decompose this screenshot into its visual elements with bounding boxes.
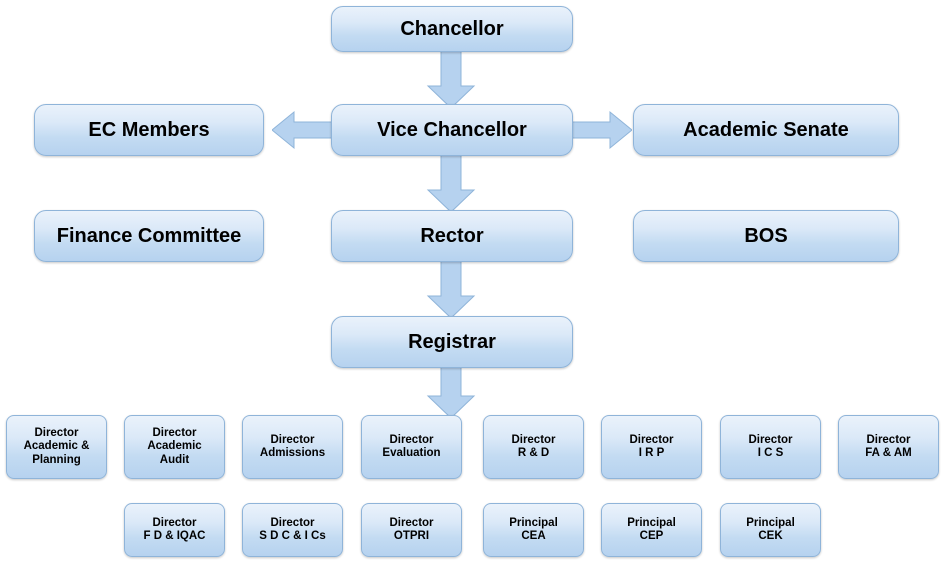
node-line-2: FA & AM [865,447,912,459]
arrow-vice-chancellor-to-academic-senate [566,108,632,152]
node-line-2: I R P [638,447,665,459]
node-line-2: CEP [639,530,664,542]
arrow-vice-chancellor-to-rector [424,152,478,214]
node-bos-label: BOS [744,224,788,247]
node-director-irp[interactable]: Director I R P [601,415,702,479]
node-bos[interactable]: BOS [633,210,899,262]
node-line-2: CEA [521,530,546,542]
node-line-1: Principal [509,516,558,529]
node-registrar-label: Registrar [408,330,496,353]
node-line-1: Director [152,516,197,529]
node-line-1: Principal [627,516,676,529]
node-line-1: Director [270,433,315,446]
node-chancellor-label: Chancellor [400,17,504,40]
node-line-1: Director [152,427,197,440]
node-line-2: CEK [758,530,783,542]
node-director-r-and-d[interactable]: Director R & D [483,415,584,479]
node-line-2: Admissions [259,447,326,459]
node-vice-chancellor[interactable]: Vice Chancellor [331,104,573,156]
node-registrar[interactable]: Registrar [331,316,573,368]
node-line-1: Director [389,433,434,446]
node-line-2: OTPRI [393,530,430,542]
node-director-fd-iqac[interactable]: Director F D & IQAC [124,503,225,557]
node-principal-cek[interactable]: Principal CEK [720,503,821,557]
node-director-evaluation[interactable]: Director Evaluation [361,415,462,479]
node-line-2: Academic [147,440,202,453]
arrow-chancellor-to-vice-chancellor [424,46,478,110]
node-line-1: Director [389,516,434,529]
node-line-1: Director [34,427,79,440]
node-rector-label: Rector [420,224,484,247]
node-chancellor[interactable]: Chancellor [331,6,573,52]
node-line-3: Audit [159,453,190,466]
node-director-sdc-ics[interactable]: Director S D C & I Cs [242,503,343,557]
node-line-1: Director [629,433,674,446]
node-rector[interactable]: Rector [331,210,573,262]
node-ec-members[interactable]: EC Members [34,104,264,156]
node-director-academic-planning[interactable]: Director Academic & Planning [6,415,107,479]
node-finance-committee[interactable]: Finance Committee [34,210,264,262]
node-line-2: Evaluation [382,447,441,459]
node-principal-cep[interactable]: Principal CEP [601,503,702,557]
node-academic-senate[interactable]: Academic Senate [633,104,899,156]
node-line-2: S D C & I Cs [259,530,326,542]
node-vice-chancellor-label: Vice Chancellor [377,118,527,141]
node-director-fa-am[interactable]: Director FA & AM [838,415,939,479]
node-line-2: F D & IQAC [143,530,206,542]
node-director-otpri[interactable]: Director OTPRI [361,503,462,557]
node-director-ics[interactable]: Director I C S [720,415,821,479]
node-line-1: Principal [746,516,795,529]
node-principal-cea[interactable]: Principal CEA [483,503,584,557]
node-line-1: Director [866,433,911,446]
node-line-1: Director [511,433,556,446]
arrow-rector-to-registrar [424,258,478,320]
node-finance-committee-label: Finance Committee [56,224,242,247]
node-director-academic-audit[interactable]: Director Academic Audit [124,415,225,479]
node-line-3: Planning [32,453,81,466]
node-ec-members-label: EC Members [88,118,210,141]
arrow-vice-chancellor-to-ec-members [272,108,338,152]
arrow-registrar-to-directors [424,362,478,420]
node-academic-senate-label: Academic Senate [683,118,849,141]
node-line-2: Academic & [23,440,90,453]
node-line-1: Director [748,433,793,446]
node-line-1: Director [270,516,315,529]
node-director-admissions[interactable]: Director Admissions [242,415,343,479]
node-line-2: R & D [517,447,550,459]
node-line-2: I C S [757,447,784,459]
